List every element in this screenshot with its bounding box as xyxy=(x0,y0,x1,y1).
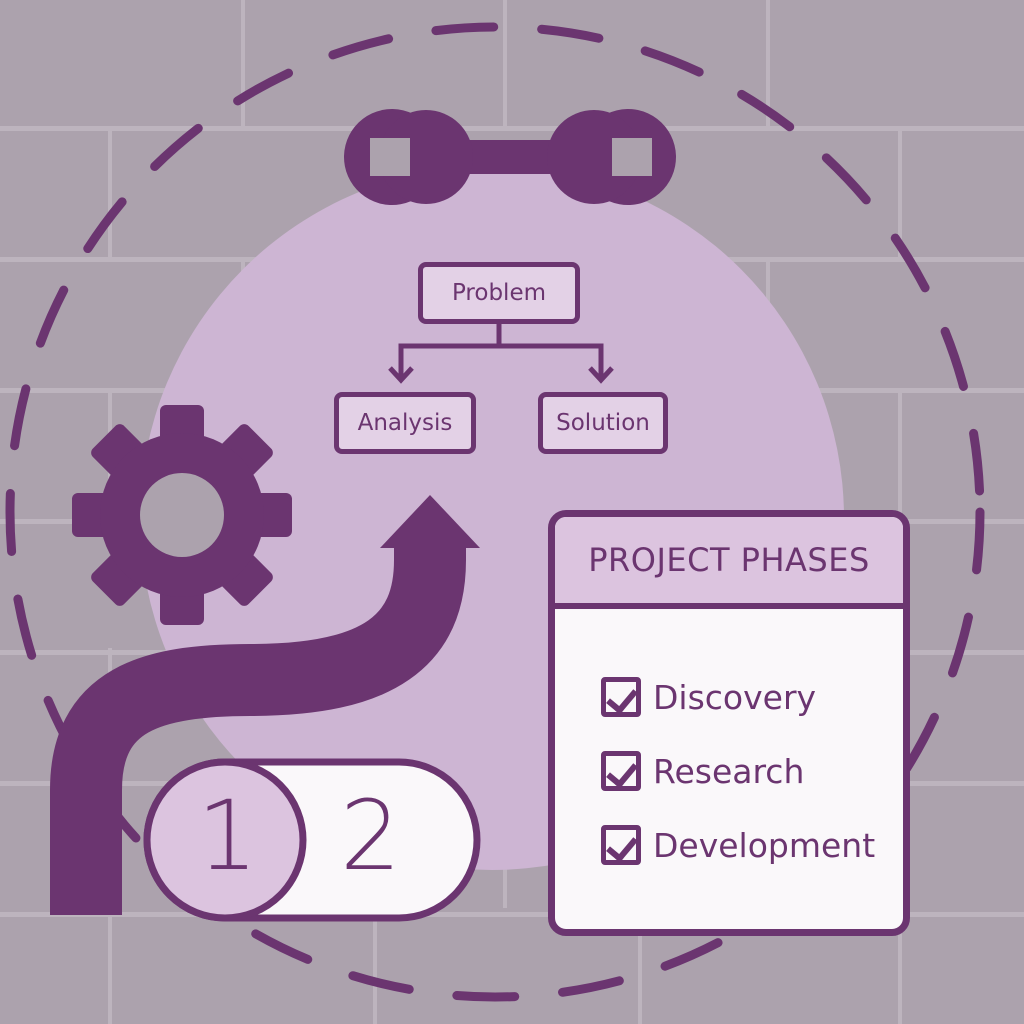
progress-arrow xyxy=(49,495,480,915)
flowchart-solution-box: Solution xyxy=(538,392,668,454)
flowchart-connectors xyxy=(388,324,614,384)
phase-label: Research xyxy=(653,751,805,791)
checkbox-checked-icon[interactable] xyxy=(601,677,641,717)
phase-item: Research xyxy=(601,751,804,791)
step-toggle xyxy=(143,758,481,922)
flowchart-analysis-box: Analysis xyxy=(334,392,476,454)
checkbox-checked-icon[interactable] xyxy=(601,825,641,865)
phase-item: Discovery xyxy=(601,677,816,717)
gear-icon xyxy=(72,405,292,625)
wrench-icon xyxy=(344,109,677,206)
phase-label: Discovery xyxy=(653,677,817,717)
card-title: PROJECT PHASES xyxy=(555,517,903,609)
phase-item: Development xyxy=(601,825,875,865)
step-2: 2 xyxy=(340,780,402,892)
dashed-ring xyxy=(5,22,985,1002)
checkbox-checked-icon[interactable] xyxy=(601,751,641,791)
flowchart-problem-box: Problem xyxy=(418,262,580,324)
project-phases-card: PROJECT PHASES Discovery Research Develo… xyxy=(548,510,910,936)
step-1: 1 xyxy=(197,780,259,892)
phase-label: Development xyxy=(653,825,876,865)
